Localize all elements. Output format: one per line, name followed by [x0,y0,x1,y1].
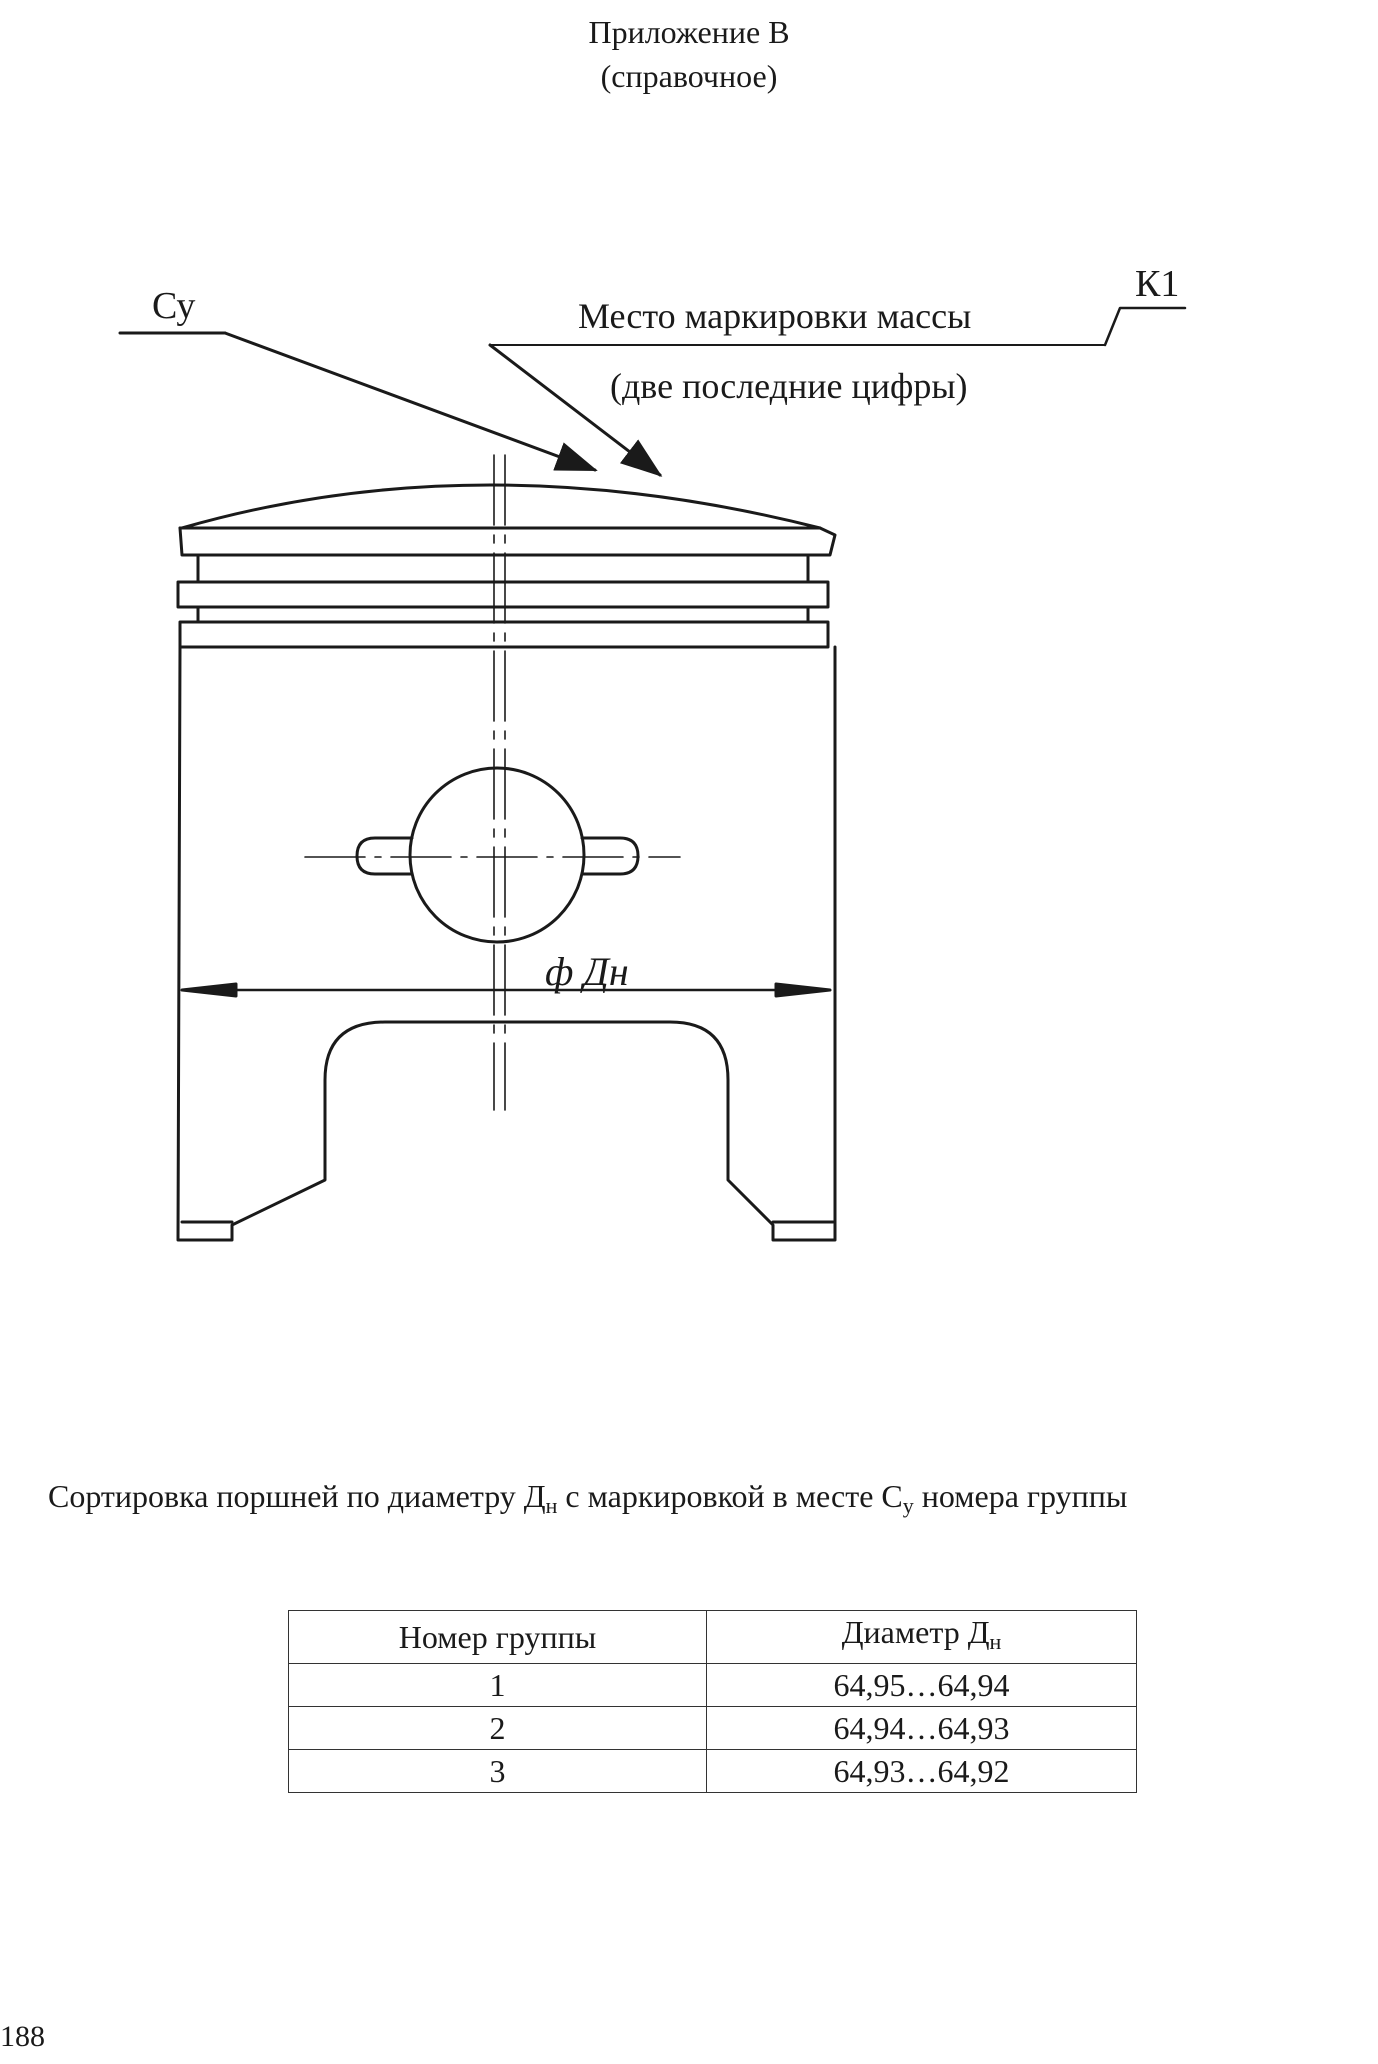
cy-leader-arrow [223,331,598,472]
caption-text-c: номера группы [913,1478,1128,1514]
header-diameter: Диаметр Дн [706,1610,1137,1664]
k1-leader [1103,306,1187,347]
diameter-arrow-right [774,982,832,998]
caption-sub-b: у [902,1493,914,1518]
ring-land-2 [178,620,830,649]
piston-skirt [176,645,837,1242]
mass-leader-arrow [488,343,663,477]
table-row: 1 64,95…64,94 [288,1663,1137,1707]
piston-drawing: Су Место маркировки массы (две последние… [118,263,1187,1242]
crown-band [178,526,837,557]
cell-diameter: 64,93…64,92 [706,1749,1137,1793]
cell-group: 1 [288,1663,707,1707]
pin-boss-left-lug [355,836,414,876]
cell-group: 2 [288,1706,707,1750]
caption-text-a: Сортировка поршней по диаметру Д [48,1478,546,1514]
sorting-caption: Сортировка поршней по диаметру Дн с марк… [48,1478,1127,1519]
label-diameter: ф Дн [545,949,629,994]
label-k1: К1 [1135,263,1179,305]
pin-boss [408,766,586,944]
ring-land-1 [176,580,830,609]
group-table: Номер группы Диаметр Дн 1 64,95…64,94 2 … [288,1610,1137,1793]
table-row: 2 64,94…64,93 [288,1706,1137,1750]
table-row: 3 64,93…64,92 [288,1749,1137,1793]
appendix-subtitle: (справочное) [600,58,778,94]
header-diameter-text: Диаметр Д [841,1614,990,1650]
table-header-row: Номер группы Диаметр Дн [288,1610,1137,1664]
caption-text-b: с маркировкой в месте С [557,1478,903,1514]
diameter-arrow-left [180,982,238,998]
cell-diameter: 64,95…64,94 [706,1663,1137,1707]
page-number: 188 [0,2020,45,2053]
cell-group: 3 [288,1749,707,1793]
label-mass-digits: (две последние цифры) [610,366,968,406]
label-mass-place: Место маркировки массы [578,296,971,336]
header-group: Номер группы [288,1610,707,1664]
caption-sub-a: н [545,1493,558,1518]
appendix-title: Приложение В [588,14,790,50]
label-cy: Су [152,285,195,327]
header-diameter-sub: н [989,1629,1002,1654]
piston-crown [180,483,822,530]
pin-boss-right-lug [580,836,640,876]
cell-diameter: 64,94…64,93 [706,1706,1137,1750]
